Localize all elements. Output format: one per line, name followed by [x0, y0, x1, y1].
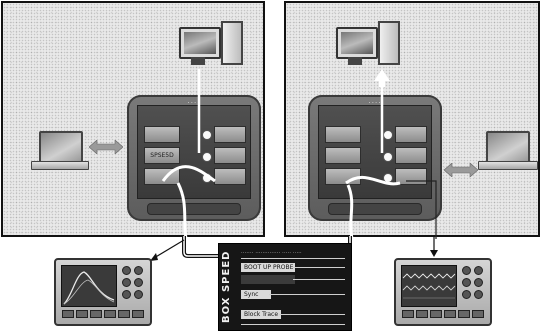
speed-row: Sync — [241, 290, 271, 299]
scope-button — [62, 310, 74, 318]
scope-knob — [122, 290, 131, 299]
box-speed-title: BOX SPEED — [221, 248, 235, 326]
speed-panel-header: ....... .............. ..... ..... — [241, 249, 302, 255]
speed-trace-line — [241, 324, 345, 325]
scope-display — [61, 265, 117, 307]
scope-knob — [474, 278, 483, 287]
scope-button — [104, 310, 116, 318]
scope-knob — [462, 266, 471, 275]
scope-button — [430, 310, 442, 318]
scope-button — [458, 310, 470, 318]
speed-row: BOOT UP PROBE — [241, 263, 295, 272]
box-speed-panel: BOX SPEED ....... .............. ..... .… — [218, 243, 352, 331]
scope-knob — [122, 278, 131, 287]
scope-button — [416, 310, 428, 318]
oscilloscope-left — [54, 258, 152, 326]
scope-knob — [474, 290, 483, 299]
scope-knob — [474, 266, 483, 275]
speed-trace-line — [293, 267, 345, 268]
scope-button — [444, 310, 456, 318]
speed-trace-line — [293, 279, 345, 280]
waveform-icon — [62, 266, 116, 306]
speed-trace-line — [279, 314, 345, 315]
scope-knob — [134, 266, 143, 275]
scope-button — [402, 310, 414, 318]
scope-button — [118, 310, 130, 318]
speed-row — [241, 275, 295, 284]
scope-knob — [134, 290, 143, 299]
waveform-icon — [402, 266, 456, 306]
scope-button — [132, 310, 144, 318]
scope-display — [401, 265, 457, 307]
speed-row: Block Trace — [241, 310, 281, 319]
speed-trace-line — [269, 294, 345, 295]
scope-knob — [462, 290, 471, 299]
oscilloscope-right — [394, 258, 492, 326]
scope-knob — [134, 278, 143, 287]
scope-button — [90, 310, 102, 318]
scope-knob — [122, 266, 131, 275]
scope-button — [76, 310, 88, 318]
scope-button — [472, 310, 484, 318]
scope-knob — [462, 278, 471, 287]
speed-trace-line — [241, 258, 345, 259]
